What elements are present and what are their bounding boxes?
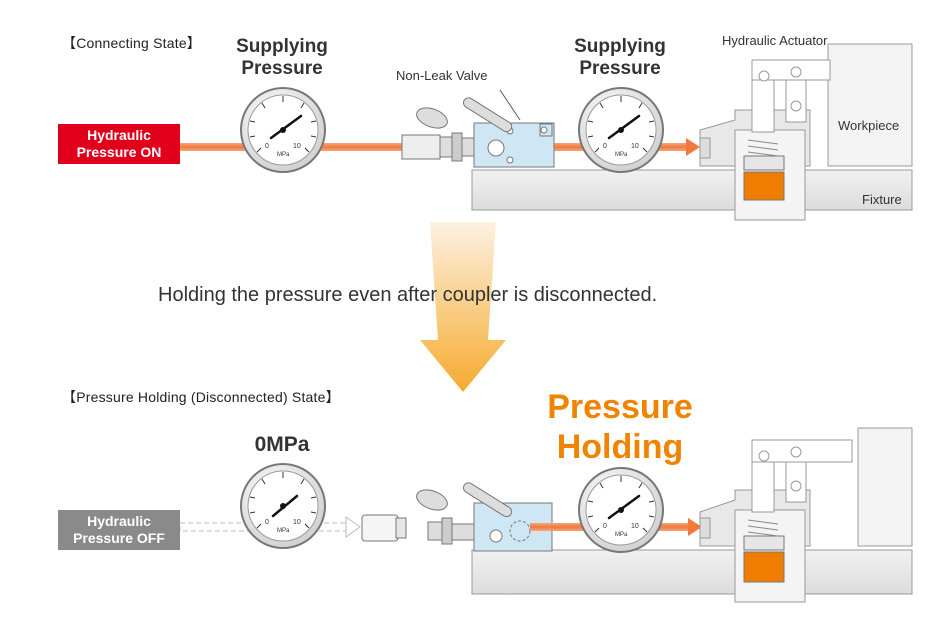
gauge-max-label: 10 [631, 143, 639, 150]
badge-on-line1: Hydraulic [87, 127, 151, 143]
coupler-top [401, 132, 475, 162]
non-leak-valve-bottom [416, 482, 553, 552]
transition-arrow [420, 222, 506, 392]
gauge-min-label: 0 [265, 143, 269, 150]
pressure-gauge-bottom-right: 0 10 MPa [578, 467, 664, 553]
gauge-min-label: 0 [603, 523, 607, 530]
coupler-disconnected [361, 514, 407, 542]
hydraulic-pressure-on-badge: Hydraulic Pressure ON [58, 124, 180, 164]
fixture-bottom [471, 549, 913, 595]
pressure-holding-line1: Pressure [547, 388, 693, 426]
holding-state-title: 【Pressure Holding (Disconnected) State】 [62, 389, 340, 405]
hydraulic-actuator-label: Hydraulic Actuator [722, 33, 828, 48]
pressure-holding-label: Pressure Holding [530, 387, 710, 467]
supplying-pressure-2-line2: Pressure [579, 58, 661, 79]
fixture-top [471, 169, 913, 211]
hydraulic-pressure-off-badge: Hydraulic Pressure OFF [58, 510, 180, 550]
fixture-label: Fixture [862, 192, 902, 207]
gauge-max-label: 10 [631, 523, 639, 530]
supplying-pressure-1-line2: Pressure [241, 58, 323, 79]
gauge-min-label: 0 [265, 519, 269, 526]
badge-off-line1: Hydraulic [87, 513, 151, 529]
non-leak-valve-top [416, 89, 555, 168]
supplying-pressure-1-line1: Supplying [236, 36, 328, 57]
gauge-unit-label: MPa [277, 152, 290, 158]
badge-on-line2: Pressure ON [76, 144, 162, 160]
hydraulic-actuator-bottom [699, 427, 913, 603]
supplying-pressure-label-2: Supplying Pressure [560, 36, 680, 80]
gauge-unit-label: MPa [615, 152, 628, 158]
pressure-holding-line2: Holding [556, 428, 684, 466]
supplying-pressure-2-line1: Supplying [574, 36, 666, 57]
badge-off-line2: Pressure OFF [73, 530, 165, 546]
gauge-min-label: 0 [603, 143, 607, 150]
zero-mpa-label: 0MPa [254, 433, 310, 456]
non-leak-valve-label: Non-Leak Valve [396, 68, 488, 83]
workpiece-label: Workpiece [838, 118, 900, 133]
connecting-state-title: 【Connecting State】 [62, 35, 202, 51]
pressure-gauge-bottom-left: 0 10 MPa [240, 463, 326, 549]
gauge-max-label: 10 [293, 519, 301, 526]
transition-caption: Holding the pressure even after coupler … [158, 284, 658, 306]
gauge-unit-label: MPa [277, 528, 290, 534]
gauge-unit-label: MPa [615, 532, 628, 538]
pressure-gauge-top-right: 0 10 MPa [578, 87, 664, 173]
supplying-pressure-label-1: Supplying Pressure [222, 36, 342, 80]
pressure-gauge-top-left: 0 10 MPa [240, 87, 326, 173]
hydraulic-actuator-top [699, 43, 913, 221]
gauge-max-label: 10 [293, 143, 301, 150]
